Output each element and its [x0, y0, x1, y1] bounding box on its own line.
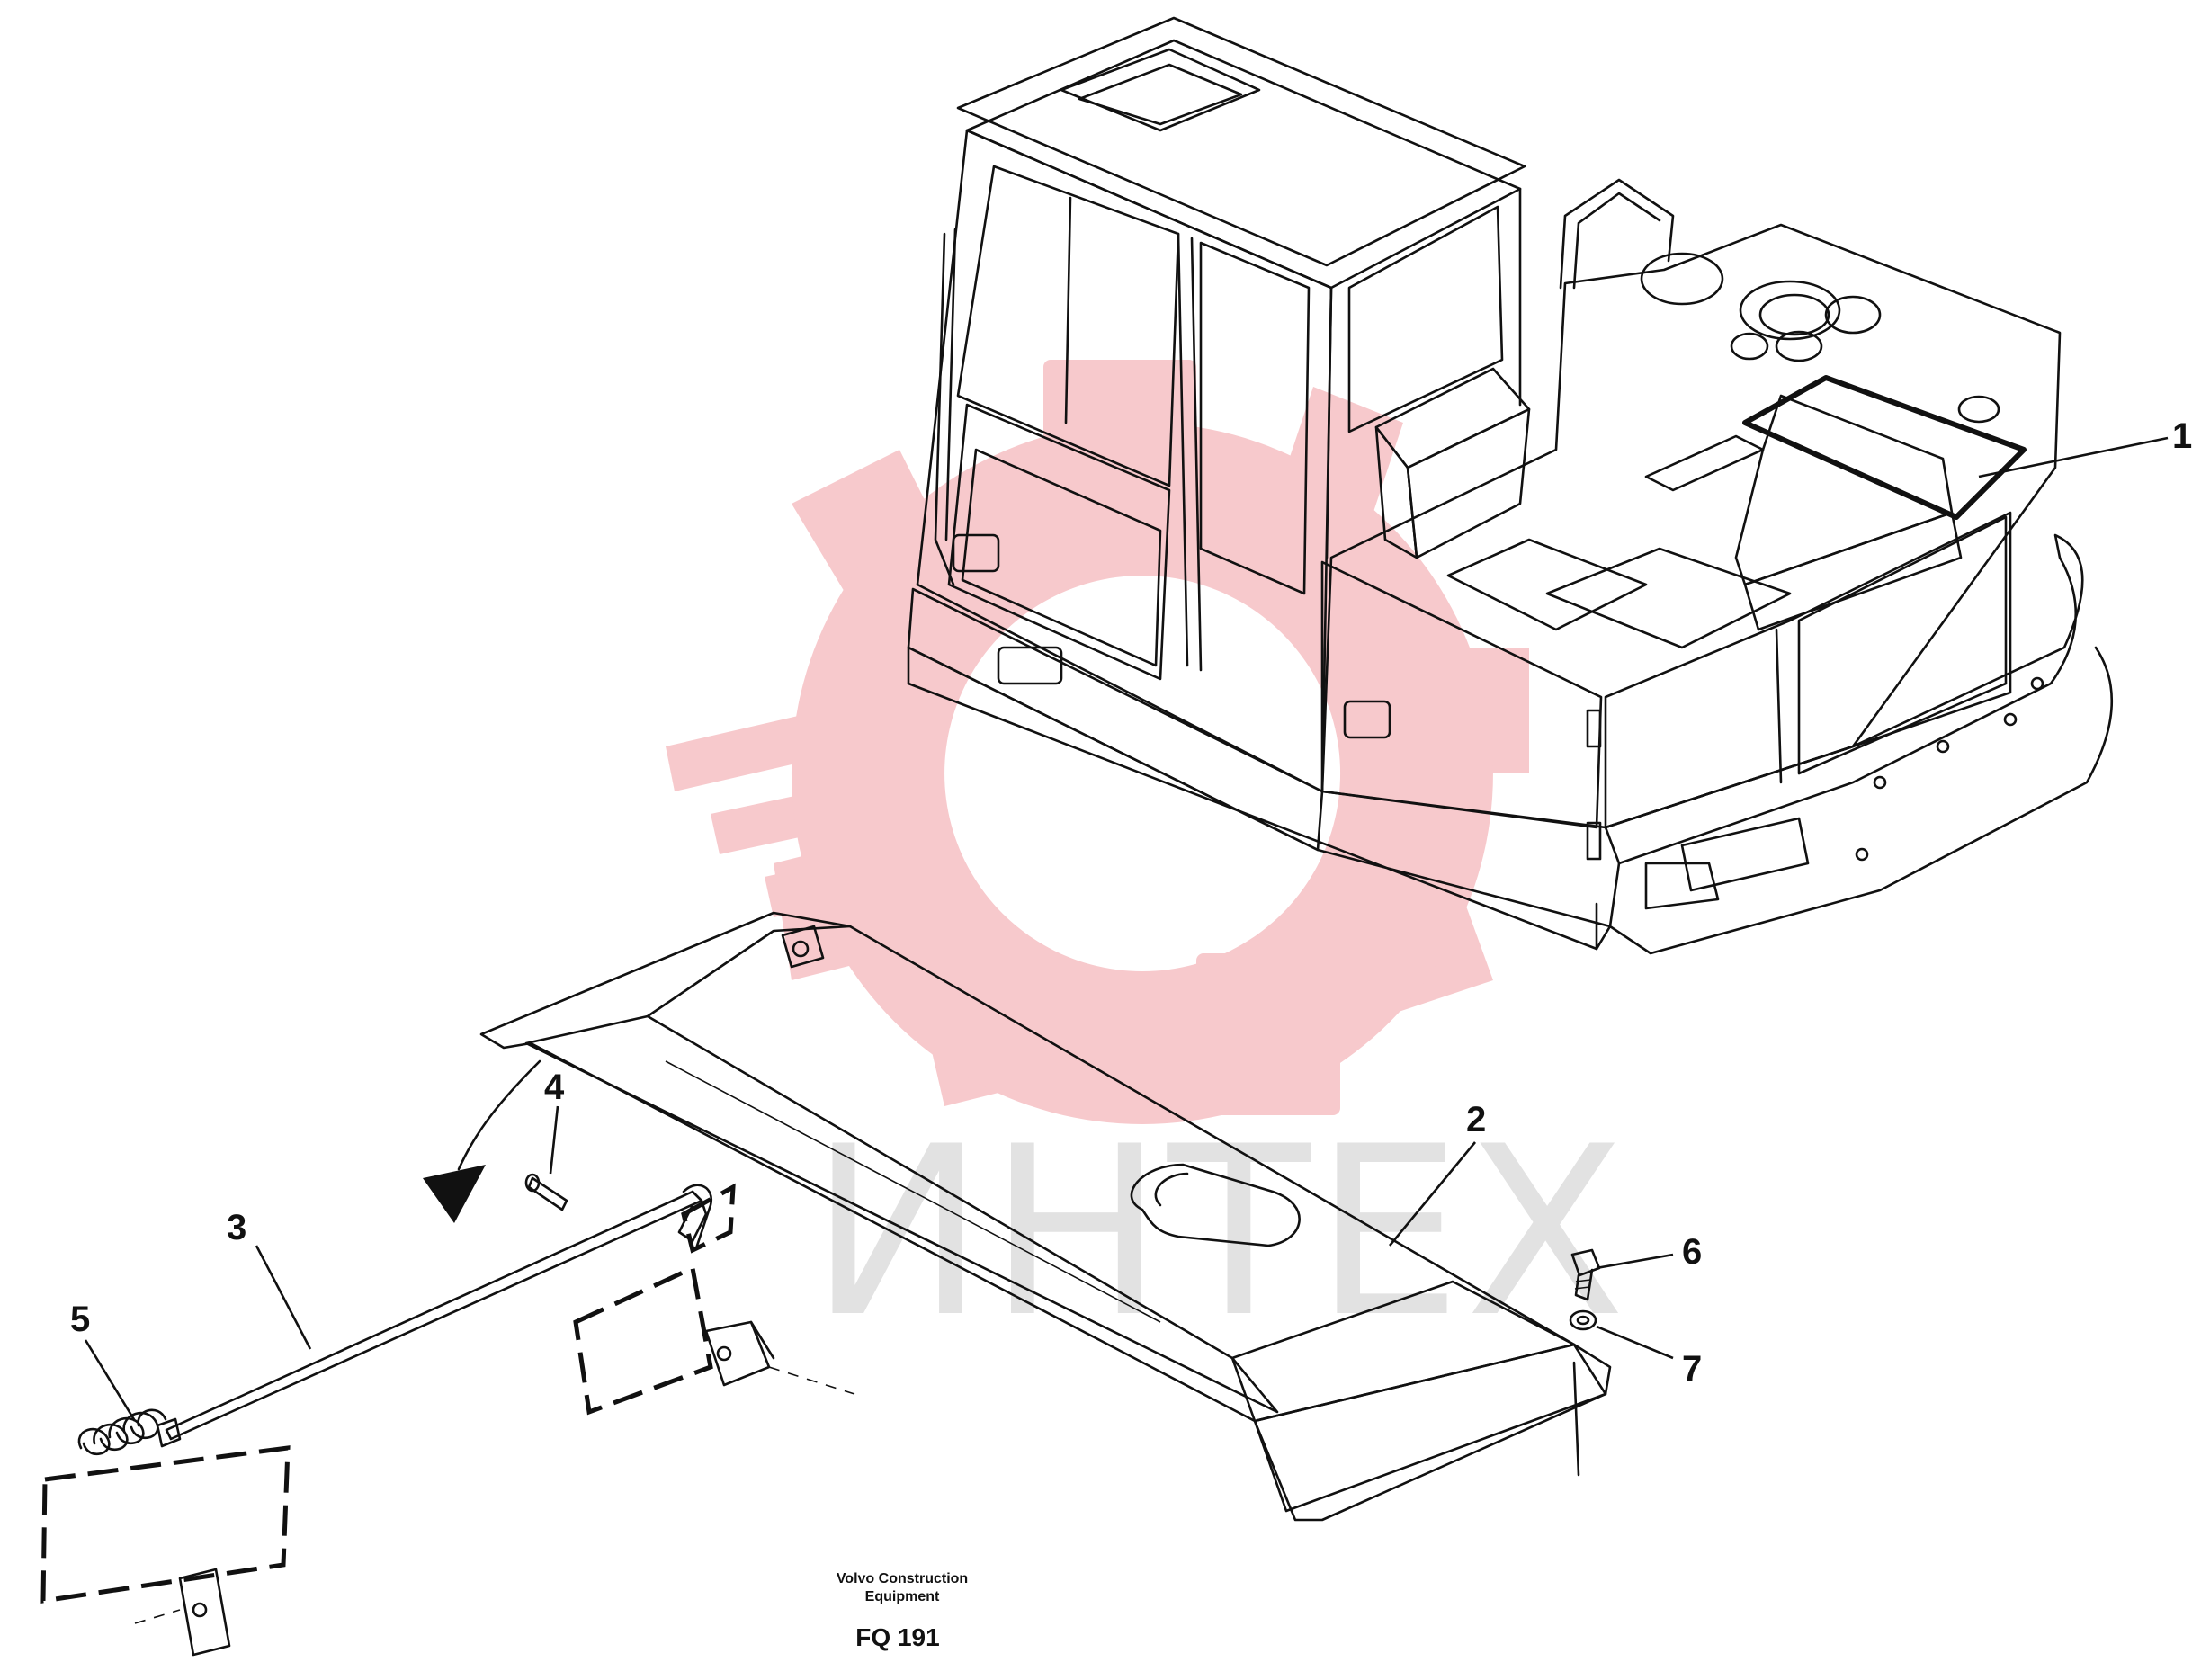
bracket-lower — [40, 1445, 291, 1657]
callout-5: 5 — [70, 1300, 90, 1339]
footer-company-line1: Volvo Construction — [837, 1571, 968, 1586]
callout-6: 6 — [1682, 1232, 1702, 1272]
watermark-text: ИНТЕХ — [810, 1097, 1629, 1369]
figure-code: FQ 191 — [855, 1623, 939, 1651]
machine-deck — [907, 178, 2114, 955]
pin — [524, 1173, 568, 1211]
machine-upper-structure — [907, 16, 2114, 955]
callout-3: 3 — [227, 1208, 246, 1247]
operator-cab — [907, 16, 1526, 852]
washer — [1569, 1309, 1597, 1331]
cover-plate — [479, 911, 1612, 1522]
latch-rod — [156, 1184, 713, 1448]
rotation-arrow-icon — [423, 1059, 541, 1223]
bracket-upper — [573, 1183, 855, 1416]
callout-7: 7 — [1682, 1349, 1702, 1389]
spring — [77, 1408, 167, 1456]
callout-1: 1 — [2172, 416, 2192, 456]
side-console-box — [1374, 367, 1531, 559]
footer-company-line2: Equipment — [865, 1589, 940, 1604]
callout-4: 4 — [544, 1068, 565, 1107]
callout-2: 2 — [1466, 1100, 1486, 1139]
watermark-logo-icon — [666, 360, 1529, 1124]
leader-lines — [84, 436, 2169, 1422]
